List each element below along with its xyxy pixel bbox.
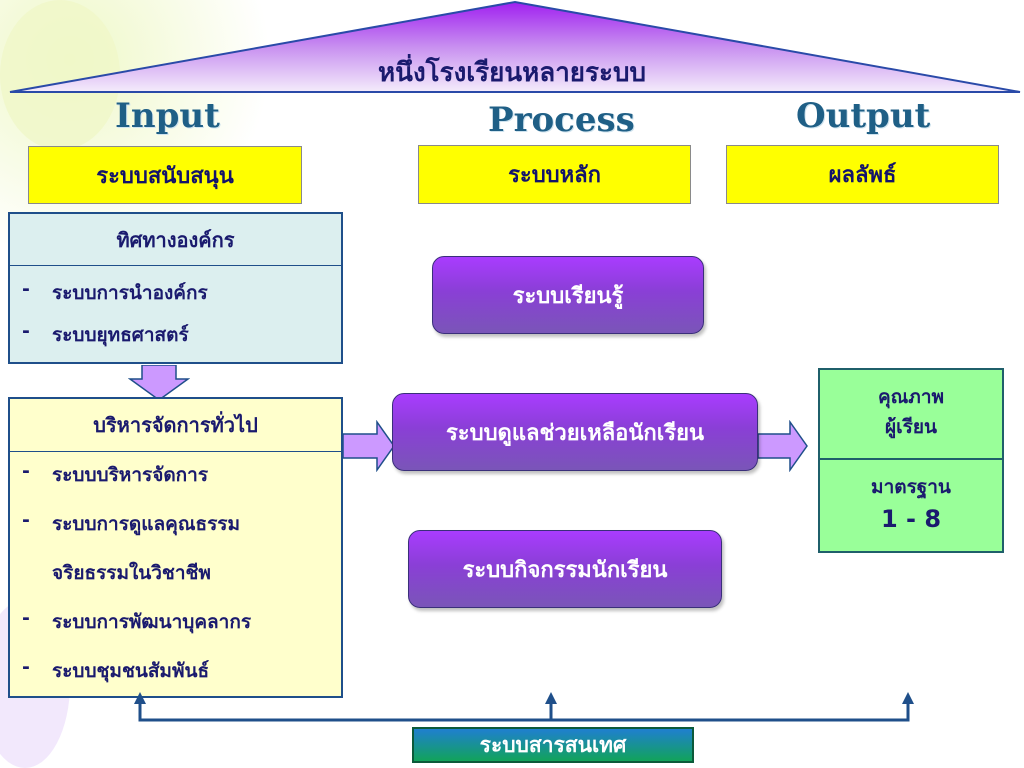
- student-label: ผู้เรียน: [885, 416, 937, 438]
- list-item-label: ระบบการพัฒนาบุคลากร: [52, 611, 252, 633]
- standard-range: 1 - 8: [880, 505, 942, 533]
- bullet-dash: -: [22, 509, 30, 531]
- general-administration-header: บริหารจัดการทั่วไป: [10, 399, 341, 452]
- bullet-dash: -: [22, 278, 30, 300]
- list-item: จริยธรรมในวิชาชีพ: [10, 558, 341, 607]
- list-item-label: ระบบการดูแลคุณธรรม: [52, 513, 241, 535]
- down-arrow: [127, 364, 191, 401]
- right-arrow-input-to-process: [342, 419, 395, 473]
- information-system-box: ระบบสารสนเทศ: [412, 727, 694, 763]
- quality-label: คุณภาพ: [877, 386, 945, 408]
- organization-direction-panel: ทิศทางองค์กร -ระบบการนำองค์กร -ระบบยุทธศ…: [8, 212, 343, 364]
- list-item-label: ระบบชุมชนสัมพันธ์: [52, 660, 210, 682]
- list-item: -ระบบการพัฒนาบุคลากร: [10, 607, 341, 656]
- list-item: -ระบบการนำองค์กร: [10, 278, 341, 320]
- list-item: -ระบบบริหารจัดการ: [10, 460, 341, 509]
- student-activity-system-button: ระบบกิจกรรมนักเรียน: [408, 530, 722, 608]
- column-header-process: Process: [488, 100, 635, 140]
- right-arrow-process-to-output: [757, 419, 808, 473]
- standard-cell: มาตรฐาน 1 - 8: [820, 460, 1002, 536]
- student-quality-cell: คุณภาพ ผู้เรียน: [820, 370, 1002, 460]
- info-system-connector: [0, 680, 1024, 740]
- learning-system-button: ระบบเรียนรู้: [432, 256, 704, 334]
- column-header-output: Output: [796, 96, 931, 136]
- student-care-system-button: ระบบดูแลช่วยเหลือนักเรียน: [392, 393, 758, 471]
- general-administration-panel: บริหารจัดการทั่วไป -ระบบบริหารจัดการ -ระ…: [8, 397, 343, 698]
- bullet-dash: -: [22, 607, 30, 629]
- list-item-label: จริยธรรมในวิชาชีพ: [52, 562, 211, 584]
- roof-triangle: [0, 0, 1024, 96]
- bullet-dash: -: [22, 320, 30, 342]
- list-item-label: ระบบการนำองค์กร: [52, 282, 208, 304]
- organization-direction-list: -ระบบการนำองค์กร -ระบบยุทธศาสตร์: [10, 266, 341, 362]
- list-item-label: ระบบบริหารจัดการ: [52, 464, 209, 486]
- general-administration-list: -ระบบบริหารจัดการ -ระบบการดูแลคุณธรรม จร…: [10, 452, 341, 705]
- list-item: -ระบบชุมชนสัมพันธ์: [10, 656, 341, 705]
- column-header-input: Input: [115, 96, 220, 136]
- output-quality-panel: คุณภาพ ผู้เรียน มาตรฐาน 1 - 8: [818, 368, 1004, 553]
- bullet-dash: -: [22, 460, 30, 482]
- list-item: -ระบบยุทธศาสตร์: [10, 320, 341, 362]
- organization-direction-header: ทิศทางองค์กร: [10, 214, 341, 266]
- page-title: หนึ่งโรงเรียนหลายระบบ: [378, 58, 646, 88]
- main-system-box: ระบบหลัก: [418, 145, 691, 204]
- list-item: -ระบบการดูแลคุณธรรม: [10, 509, 341, 558]
- list-item-label: ระบบยุทธศาสตร์: [52, 324, 189, 346]
- standard-label: มาตรฐาน: [871, 476, 951, 498]
- result-box: ผลลัพธ์: [726, 145, 999, 204]
- support-system-box: ระบบสนับสนุน: [28, 146, 302, 204]
- bullet-dash: -: [22, 656, 30, 678]
